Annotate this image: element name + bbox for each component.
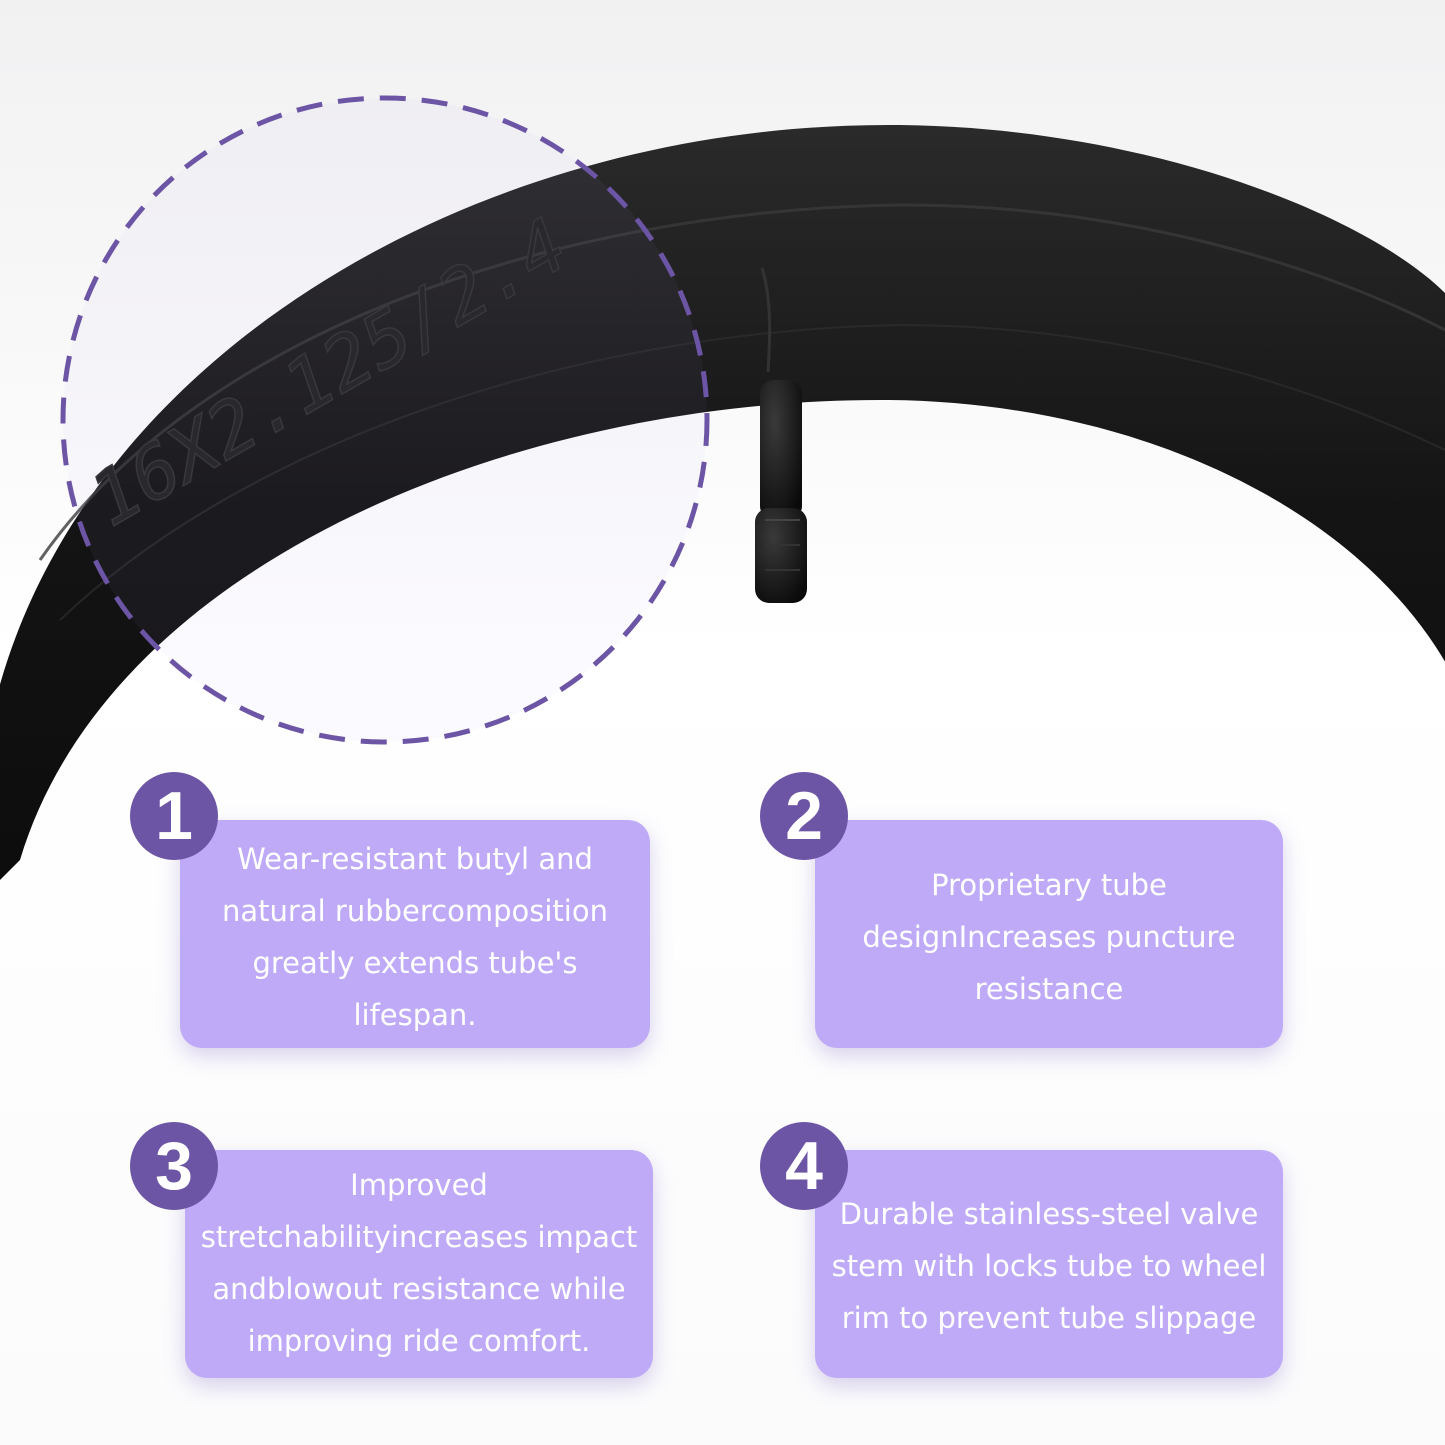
feature-4-text: Durable stainless-steel valve stem with …: [831, 1197, 1267, 1335]
feature-3-badge: 3: [130, 1122, 218, 1210]
feature-card-1: Wear-resistant butyl and natural rubberc…: [180, 820, 650, 1048]
feature-card-2: Proprietary tube designIncreases punctur…: [815, 820, 1283, 1048]
feature-4-badge: 4: [760, 1122, 848, 1210]
feature-2-text: Proprietary tube designIncreases punctur…: [862, 868, 1236, 1006]
tube-seam-vertical: [760, 267, 772, 373]
feature-3-text: Improved stretchabilityincreases impact …: [200, 1168, 638, 1358]
tube-seam: [59, 323, 1445, 621]
feature-1-badge: 1: [130, 772, 218, 860]
feature-1-text: Wear-resistant butyl and natural rubberc…: [222, 842, 608, 1032]
valve-stem: [755, 380, 807, 603]
feature-card-3: Improved stretchabilityincreases impact …: [185, 1150, 653, 1378]
tube-highlight: [38, 203, 1445, 561]
feature-2-badge: 2: [760, 772, 848, 860]
zoom-highlight-circle: [60, 95, 710, 745]
feature-card-4: Durable stainless-steel valve stem with …: [815, 1150, 1283, 1378]
